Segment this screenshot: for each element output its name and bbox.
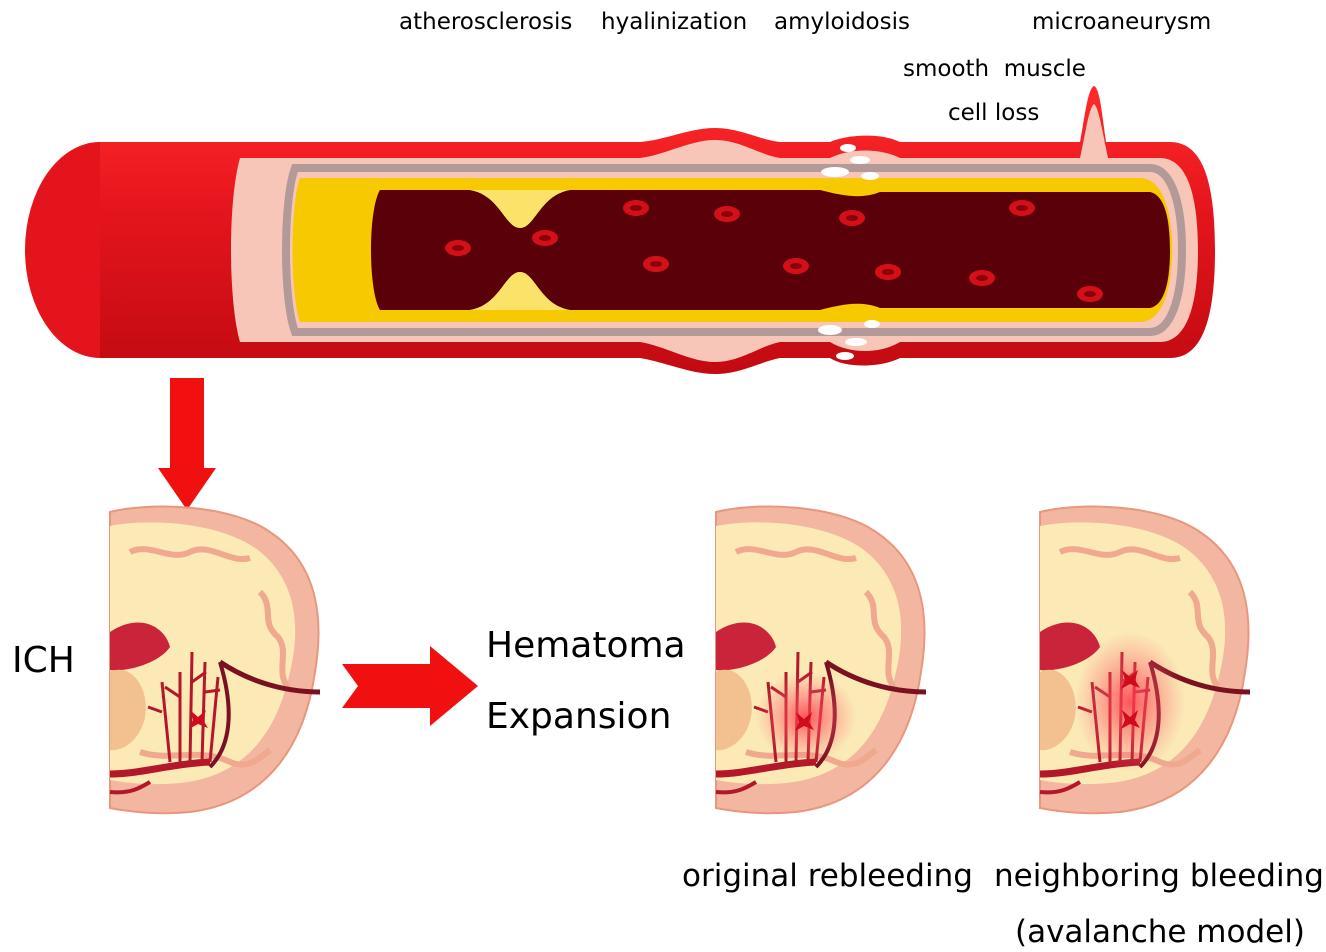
label-ich: ICH	[12, 640, 75, 681]
label-smooth-muscle: smooth muscle	[903, 56, 1086, 82]
brain-illustration-original-rebleeding	[716, 507, 926, 814]
label-microaneurysm: microaneurysm	[1032, 9, 1211, 35]
brain-illustration-neighboring-bleeding	[1040, 507, 1250, 814]
label-hyalinization: hyalinization	[601, 9, 747, 35]
down-arrow-icon	[158, 378, 216, 510]
label-cell-loss: cell loss	[948, 100, 1039, 126]
label-atherosclerosis: atherosclerosis	[399, 9, 572, 35]
caption-neighboring-bleeding: neighboring bleeding	[994, 858, 1324, 894]
label-amyloidosis: amyloidosis	[774, 9, 910, 35]
caption-avalanche-model: (avalanche model)	[1015, 914, 1305, 950]
label-hematoma: Hematoma	[486, 625, 686, 666]
brain-illustration-ich	[110, 507, 320, 814]
caption-original-rebleeding: original rebleeding	[682, 858, 973, 894]
blood-vessel-illustration	[25, 86, 1215, 374]
right-arrow-icon	[342, 646, 478, 726]
label-expansion: Expansion	[486, 696, 671, 737]
